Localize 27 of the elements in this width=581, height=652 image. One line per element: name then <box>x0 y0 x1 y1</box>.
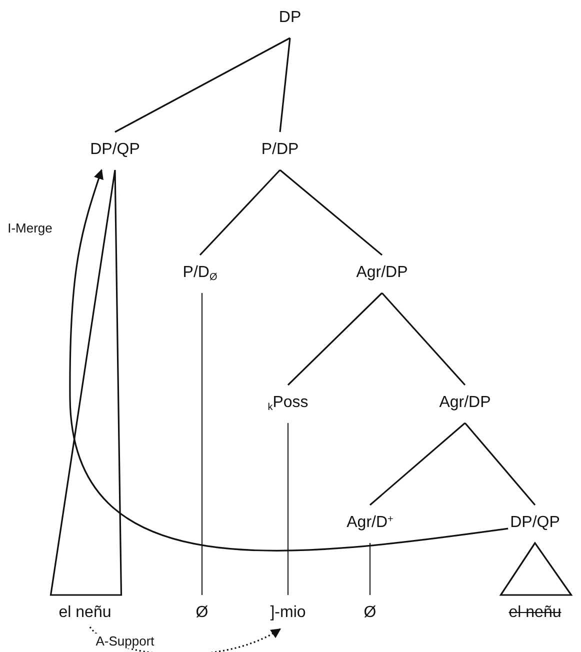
branch-line <box>199 169 281 256</box>
edge-label: A-Support <box>94 634 156 648</box>
null-symbol: Ø <box>194 595 210 633</box>
tree-node-label: Agr/D$^{+}$ <box>344 505 396 543</box>
word: ]-mio <box>268 595 308 633</box>
branch-line <box>287 292 383 386</box>
null-symbol: Ø <box>362 595 378 633</box>
deleted-word: el neñu <box>506 595 564 633</box>
word: el neñu <box>56 595 114 633</box>
edge-label: I-Merge <box>6 220 54 236</box>
tree-node-label: DP/QP <box>88 132 142 170</box>
branch-line <box>369 422 466 506</box>
branch-line <box>114 37 290 133</box>
branch-line <box>279 169 383 256</box>
tree-node-label: P/D$_{Ø}$ <box>180 255 220 293</box>
tree-node-label: P/DP <box>259 132 301 170</box>
branch-line <box>381 292 466 386</box>
triangle-branch <box>499 542 573 596</box>
tree-node-label: DP/QP <box>508 505 562 543</box>
branch-line <box>279 38 291 132</box>
tree-node-label: Agr/DP <box>437 385 493 423</box>
triangle-branch <box>50 169 122 596</box>
branch-line <box>464 422 536 506</box>
tree-node-label: Agr/DP <box>354 255 410 293</box>
tree-node-label: DP <box>276 0 304 38</box>
tree-node-label: $_{k}$Poss <box>266 385 310 423</box>
movement-arrow <box>69 169 508 552</box>
